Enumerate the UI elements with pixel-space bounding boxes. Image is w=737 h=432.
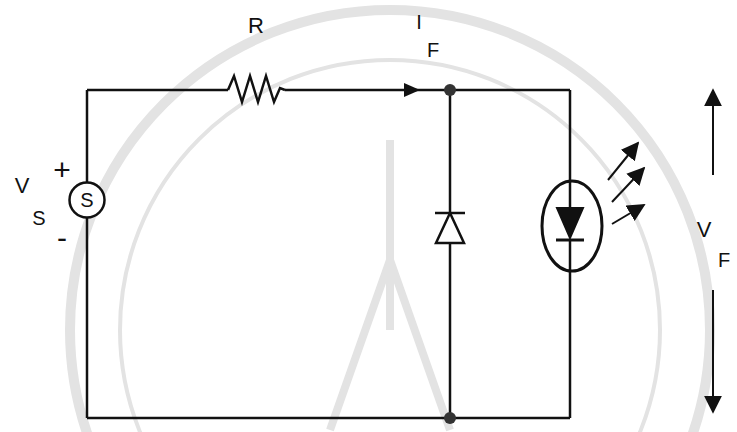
source-letter: S [80, 190, 93, 210]
voltage-subscript: F [718, 250, 730, 270]
diode-symbol [435, 213, 465, 243]
voltage-subscript: S [32, 208, 45, 228]
junction-dot [444, 84, 456, 96]
current-arrow [404, 83, 420, 97]
wire [86, 90, 89, 182]
wire [569, 90, 572, 208]
wire [86, 218, 89, 418]
wires [87, 76, 570, 418]
component-name: R [248, 15, 264, 37]
voltage-arrow [712, 90, 714, 412]
voltage-source: S [68, 181, 106, 219]
watermark-seal [70, 10, 710, 432]
voltage-symbol: V [697, 219, 712, 241]
wire [87, 417, 570, 420]
wire [449, 243, 452, 418]
polarity-sign: - [57, 223, 67, 253]
wire [449, 90, 452, 213]
led-symbol [542, 143, 644, 271]
junction-dot [444, 412, 456, 424]
polarity-sign: + [53, 155, 71, 185]
wire [87, 89, 228, 92]
voltage-symbol: V [15, 175, 30, 197]
current-symbol: I [416, 12, 422, 32]
wire [569, 240, 572, 418]
wire [285, 89, 570, 92]
current-subscript: F [427, 40, 439, 60]
resistor-symbol [228, 76, 285, 102]
